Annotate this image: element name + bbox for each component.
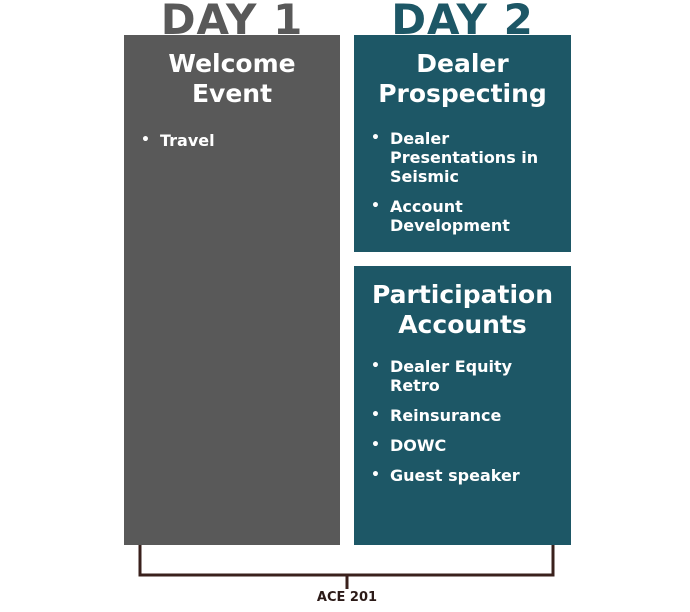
participation-accounts-title: Participation Accounts (354, 280, 571, 340)
title-line: Welcome (168, 49, 296, 78)
dealer-prospecting-title: Dealer Prospecting (354, 49, 571, 109)
participation-accounts-panel: Participation Accounts Dealer Equity Ret… (354, 266, 571, 545)
title-line: Prospecting (378, 79, 547, 108)
list-item: Guest speaker (354, 466, 571, 485)
welcome-event-list: Travel (124, 131, 340, 150)
title-line: Participation (371, 280, 554, 309)
bracket-label: ACE 201 (316, 590, 378, 605)
list-item: DOWC (354, 436, 571, 455)
welcome-event-title: Welcome Event (124, 49, 340, 109)
title-line: Dealer (416, 49, 509, 78)
dealer-prospecting-list: Dealer Presentations in Seismic Account … (354, 129, 571, 235)
bracket-arms (138, 545, 555, 577)
list-item: Reinsurance (354, 406, 571, 425)
list-item: Dealer Presentations in Seismic (354, 129, 570, 186)
title-line: Event (191, 79, 273, 108)
participation-accounts-list: Dealer Equity Retro Reinsurance DOWC Gue… (354, 357, 571, 485)
list-item: Account Development (354, 197, 565, 235)
day-1-heading: DAY 1 (160, 0, 304, 42)
dealer-prospecting-panel: Dealer Prospecting Dealer Presentations … (354, 35, 571, 252)
day-2-heading: DAY 2 (391, 0, 534, 42)
title-line: Accounts (398, 310, 527, 339)
welcome-event-panel: Welcome Event Travel (124, 35, 340, 545)
list-item: Travel (124, 131, 340, 150)
list-item: Dealer Equity Retro (354, 357, 550, 395)
